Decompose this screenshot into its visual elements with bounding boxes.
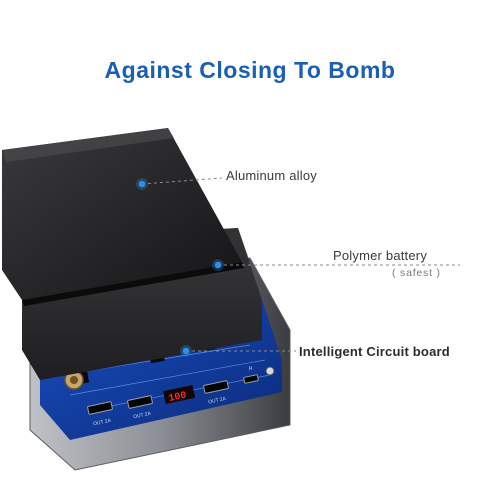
- callout-label-aluminum: Aluminum alloy: [226, 168, 317, 183]
- usb-port: [127, 395, 153, 409]
- usb-port: [87, 401, 113, 415]
- port-label: OUT 2A: [133, 411, 152, 421]
- power-button: [265, 366, 275, 376]
- port-label: OUT 2A: [93, 418, 112, 428]
- display-reading: 100: [168, 391, 188, 406]
- usb-port: [203, 380, 229, 394]
- usb-ports: [87, 366, 275, 415]
- micro-usb-port: [243, 374, 259, 384]
- headline: Against Closing To Bomb: [104, 57, 396, 83]
- port-label: OUT 2A: [208, 396, 227, 406]
- aluminum-top-shell: [2, 128, 242, 300]
- callout-leaders: [141, 177, 460, 352]
- callout-dots: [136, 178, 224, 357]
- callout-label-polymer: Polymer battery: [333, 248, 428, 263]
- callout-sublabel-polymer: ( safest ): [392, 267, 441, 279]
- led-display: [163, 385, 196, 404]
- leader-line-aluminum: [141, 177, 223, 185]
- callout-label-circuit: Intelligent Circuit board: [299, 344, 450, 359]
- inductor-marking: R: [248, 366, 253, 373]
